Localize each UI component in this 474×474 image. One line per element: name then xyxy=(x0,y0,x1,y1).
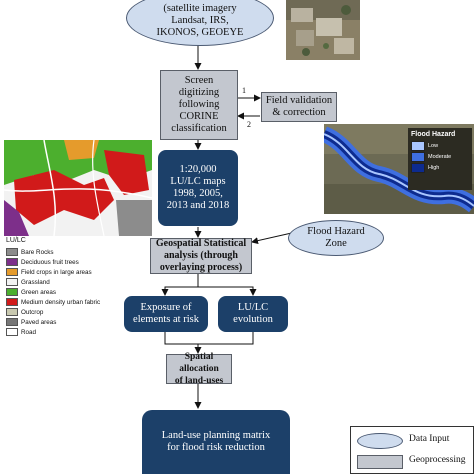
lulc-legend-label: Road xyxy=(21,328,37,336)
lulc-legend-item: Grassland xyxy=(6,277,156,287)
exposure-box: Exposure of elements at risk xyxy=(124,296,208,332)
spatial-allocation-box: Spatial allocation of land-uses xyxy=(166,352,232,386)
flood-low-swatch xyxy=(411,140,425,151)
data-input-key-label: Data Input xyxy=(409,434,450,444)
planning-matrix-box: Land-use planning matrix for flood risk … xyxy=(142,410,290,474)
arrow-analysis-split xyxy=(161,274,199,296)
data-input-key-symbol xyxy=(357,433,403,449)
lulc-legend-label: Paved areas xyxy=(21,318,57,326)
lulc-legend-label: Field crops in large areas xyxy=(21,268,92,276)
arrow-analysis-split-right xyxy=(198,286,257,296)
lulc-legend-label: Outcrop xyxy=(21,308,44,316)
lulc-legend-label: Grassland xyxy=(21,278,50,286)
geoprocessing-key-label: Geoprocessing xyxy=(409,455,466,465)
flowchart-key: Data Input Geoprocessing xyxy=(350,426,474,474)
flood-legend-title: Flood Hazard xyxy=(411,131,456,138)
lulc-legend-title: LU/LC xyxy=(6,237,26,244)
lulc-legend-item: Medium density urban fabric xyxy=(6,297,156,307)
lulc-legend-item: Field crops in large areas xyxy=(6,267,156,277)
flood-legend-label: Moderate xyxy=(428,153,452,160)
arrow-label-1: 1 xyxy=(242,86,246,95)
flood-moderate-swatch xyxy=(411,151,425,162)
fruit-trees-swatch xyxy=(6,258,18,266)
lulc-legend-label: Medium density urban fabric xyxy=(21,298,101,306)
arrow-exposure-to-allocation xyxy=(164,331,202,354)
lulc-legend-item: Outcrop xyxy=(6,307,156,317)
lulc-legend-item: Road xyxy=(6,327,156,337)
screen-digitizing-box: Screen digitizing following CORINE class… xyxy=(160,70,238,140)
lulc-legend-label: Deciduous fruit trees xyxy=(21,258,79,266)
lulc-legend-label: Bare Rocks xyxy=(21,248,54,256)
lulc-legend-item: Green areas xyxy=(6,287,156,297)
arrow-label-2: 2 xyxy=(247,120,251,129)
outcrop-swatch xyxy=(6,308,18,316)
flood-legend-label: Low xyxy=(428,142,439,149)
paved-areas-swatch xyxy=(6,318,18,326)
lulc-map-image xyxy=(4,140,152,236)
flood-legend-box: Flood Hazard Low Moderate High xyxy=(408,128,472,190)
flood-hazard-zone-ellipse: Flood Hazard Zone xyxy=(288,220,384,256)
flood-high-swatch xyxy=(411,162,425,173)
geoprocessing-key-symbol xyxy=(357,455,403,469)
field-crops-swatch xyxy=(6,268,18,276)
flood-hazard-map: Flood Hazard Low Moderate High xyxy=(324,124,474,214)
arrow-evolution-to-allocation xyxy=(198,331,254,345)
flood-legend-item-high: High xyxy=(411,162,469,173)
grassland-swatch xyxy=(6,278,18,286)
flood-legend-label: High xyxy=(428,164,440,171)
bare-rocks-swatch xyxy=(6,248,18,256)
field-validation-box: Field validation & correction xyxy=(261,92,337,122)
lulc-evolution-box: LU/LC evolution xyxy=(218,296,288,332)
flood-legend-item-moderate: Moderate xyxy=(411,151,469,162)
lulc-legend-item: Bare Rocks xyxy=(6,247,156,257)
geospatial-analysis-box: Geospatial Statistical analysis (through… xyxy=(150,238,252,274)
lulc-maps-box: 1:20,000 LU/LC maps 1998, 2005, 2013 and… xyxy=(158,150,238,226)
road-swatch xyxy=(6,328,18,336)
urban-fabric-swatch xyxy=(6,298,18,306)
flood-legend-item-low: Low xyxy=(411,140,469,151)
data-input-satellite-ellipse: (satellite imagery Landsat, IRS, IKONOS,… xyxy=(126,0,274,46)
lulc-legend-item: Deciduous fruit trees xyxy=(6,257,156,267)
lulc-legend-item: Paved areas xyxy=(6,317,156,327)
satellite-image xyxy=(286,0,360,60)
lulc-legend-label: Green areas xyxy=(21,288,57,296)
green-areas-swatch xyxy=(6,288,18,296)
lulc-legend: LU/LC Bare Rocks Deciduous fruit trees F… xyxy=(6,237,156,337)
